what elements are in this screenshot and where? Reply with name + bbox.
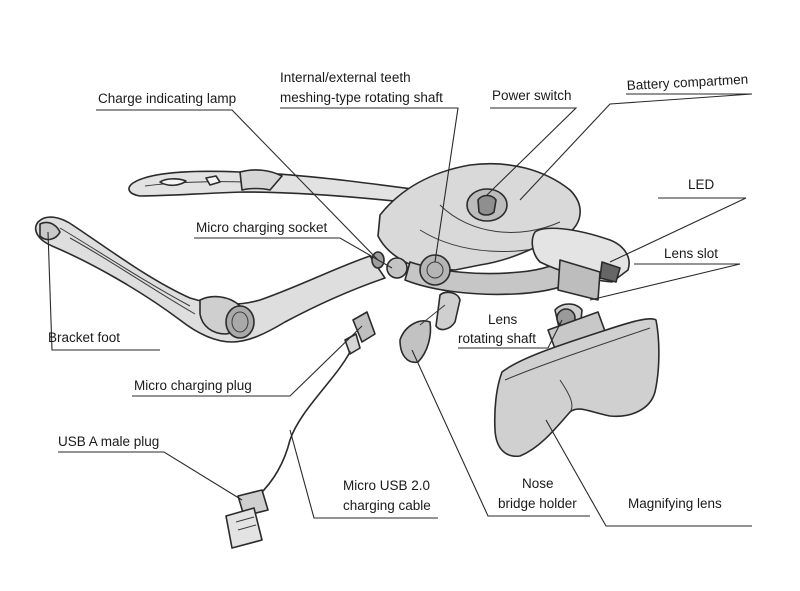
label-bracket-foot: Bracket foot	[48, 330, 120, 345]
callout-labels: Charge indicating lamp Internal/external…	[48, 70, 749, 513]
label-nose-bridge-holder-line1: Nose	[522, 476, 554, 491]
label-usb-a-male-plug: USB A male plug	[58, 434, 159, 449]
leader-lens-slot	[589, 263, 741, 301]
leader-micro-charging-plug	[132, 325, 363, 397]
label-charge-indicating-lamp: Charge indicating lamp	[98, 91, 236, 106]
leader-rotating-shaft	[280, 107, 459, 263]
leader-usb-a-male-plug	[58, 451, 243, 501]
far-temple-arm	[128, 169, 431, 206]
label-nose-bridge-holder-line2: bridge holder	[498, 496, 577, 511]
near-temple-arm	[34, 216, 386, 343]
label-magnifying-lens: Magnifying lens	[628, 496, 722, 511]
nose-bridge-holder	[399, 291, 461, 364]
label-micro-usb-cable-line1: Micro USB 2.0	[343, 478, 430, 493]
label-rotating-shaft-line2: meshing-type rotating shaft	[280, 90, 443, 105]
led-head	[531, 227, 630, 301]
charging-cable	[225, 311, 376, 549]
label-micro-usb-cable-line2: charging cable	[343, 498, 431, 513]
label-battery-compartment: Battery compartmen	[626, 72, 748, 93]
leader-micro-usb-cable	[289, 429, 438, 519]
leader-nose-bridge-holder	[411, 349, 590, 517]
label-lens-rotating-shaft-line2: rotating shaft	[458, 331, 536, 346]
label-micro-charging-socket: Micro charging socket	[196, 220, 328, 235]
leader-magnifying-lens	[545, 419, 752, 527]
leader-power-switch	[486, 107, 578, 196]
label-micro-charging-plug: Micro charging plug	[134, 378, 252, 393]
label-lens-slot: Lens slot	[664, 246, 718, 261]
leader-charge-indicating-lamp	[96, 109, 379, 261]
label-rotating-shaft-line1: Internal/external teeth	[280, 70, 411, 85]
leader-bracket-foot	[47, 231, 160, 351]
magnifying-lens-assembly	[493, 303, 660, 457]
label-led: LED	[688, 177, 715, 192]
leader-battery-compartment	[519, 93, 753, 201]
leader-lines	[47, 93, 753, 527]
leader-lens-rotating-shaft	[458, 319, 563, 349]
label-lens-rotating-shaft-line1: Lens	[488, 312, 518, 327]
leader-micro-charging-socket	[194, 237, 393, 269]
leader-led	[609, 197, 747, 263]
label-power-switch: Power switch	[492, 88, 572, 103]
